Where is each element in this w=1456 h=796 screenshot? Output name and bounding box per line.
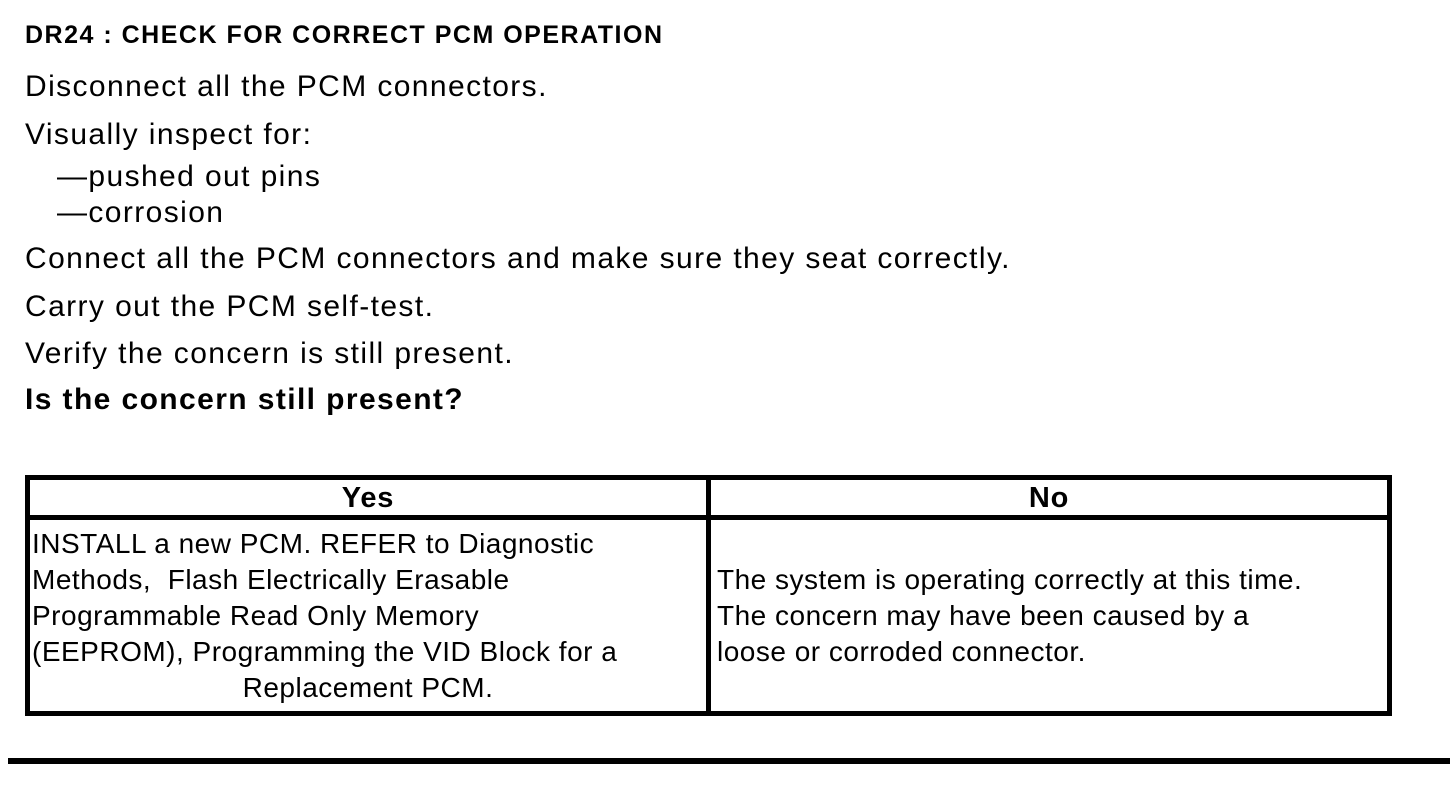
yes-action-line: Replacement PCM. (242, 671, 494, 703)
no-action-line: loose or corroded connector. (717, 635, 1086, 667)
inspect-item-pushed-out-pins: —pushed out pins (57, 160, 322, 193)
yes-no-decision-table: Yes No INSTALL a new PCM. REFER to Diagn… (25, 475, 1392, 716)
inspect-item-corrosion: —corrosion (57, 196, 225, 229)
no-action-cell: The system is operating correctly at thi… (706, 515, 1392, 716)
yes-column-header: Yes (25, 475, 711, 520)
step-visually-inspect: Visually inspect for: (25, 118, 313, 151)
step-verify-concern: Verify the concern is still present. (25, 337, 514, 370)
step-disconnect-connectors: Disconnect all the PCM connectors. (25, 70, 548, 103)
page-bottom-horizontal-rule (8, 758, 1450, 764)
pinpoint-test-document-page: DR24 : CHECK FOR CORRECT PCM OPERATION D… (8, 21, 1450, 764)
yes-action-line: (EEPROM), Programming the VID Block for … (32, 635, 618, 667)
decision-question: Is the concern still present? (25, 383, 465, 416)
no-action-line: The concern may have been caused by a (717, 599, 1250, 631)
no-column-header: No (706, 475, 1392, 520)
decision-table-header-row: Yes No (25, 475, 1392, 520)
yes-action-cell: INSTALL a new PCM. REFER to Diagnostic M… (25, 515, 711, 716)
yes-action-line: Methods, Flash Electrically Erasable (32, 563, 510, 595)
no-action-line: The system is operating correctly at thi… (717, 563, 1303, 595)
decision-table-action-row: INSTALL a new PCM. REFER to Diagnostic M… (25, 515, 1392, 716)
yes-action-line: INSTALL a new PCM. REFER to Diagnostic (32, 527, 595, 559)
yes-action-line: Programmable Read Only Memory (32, 599, 480, 631)
step-connect-connectors: Connect all the PCM connectors and make … (25, 242, 1011, 275)
procedure-heading: DR24 : CHECK FOR CORRECT PCM OPERATION (25, 21, 664, 49)
step-pcm-self-test: Carry out the PCM self-test. (25, 290, 435, 323)
